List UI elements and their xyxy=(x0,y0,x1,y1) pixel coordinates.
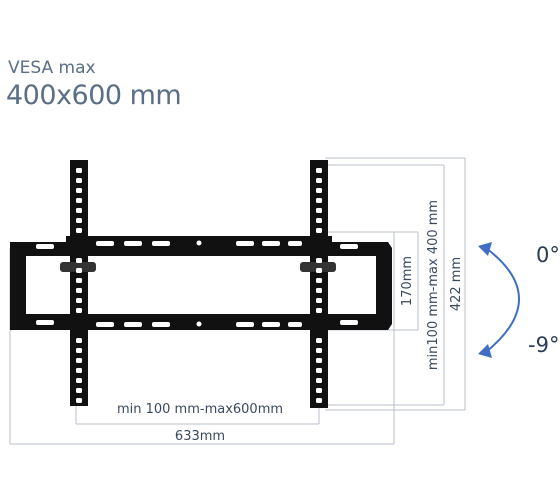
slot xyxy=(340,320,358,325)
tilt-top-label: 0° xyxy=(536,243,560,267)
slot xyxy=(236,241,254,246)
vesa-value: 400x600 mm xyxy=(6,80,182,111)
mount-slots xyxy=(36,240,358,327)
arm-hole xyxy=(316,298,322,303)
arm-hole xyxy=(316,338,322,343)
left-tilt-knob xyxy=(60,262,96,272)
slot xyxy=(262,322,280,327)
arm-hole xyxy=(316,198,322,203)
dimension-lines xyxy=(9,157,466,445)
arm-hole xyxy=(76,168,82,173)
width-total-label: 633mm xyxy=(175,429,225,444)
slot xyxy=(96,322,114,327)
arm-hole xyxy=(316,168,322,173)
slot xyxy=(288,241,302,246)
slot xyxy=(152,322,170,327)
arm-hole xyxy=(316,358,322,363)
slot xyxy=(236,322,254,327)
slot-hole xyxy=(196,321,202,327)
tilt-indicator: 0° -9° xyxy=(478,242,560,358)
arm-hole xyxy=(316,348,322,353)
arm-hole xyxy=(316,368,322,373)
slot xyxy=(288,322,302,327)
arm-hole xyxy=(316,288,322,293)
arm-hole xyxy=(76,268,82,273)
tilt-arrow-top-icon xyxy=(478,242,492,256)
slot xyxy=(340,244,358,249)
slot xyxy=(124,241,142,246)
arm-hole xyxy=(76,258,82,263)
arm-hole xyxy=(76,358,82,363)
arm-holes xyxy=(76,168,322,403)
arm-hole xyxy=(76,398,82,403)
arm-hole xyxy=(76,338,82,343)
arm-hole xyxy=(316,188,322,193)
mount-frame xyxy=(10,160,392,408)
arm-hole xyxy=(316,278,322,283)
height-inner-label: min100 mm-max 400 mm xyxy=(426,200,441,370)
arm-hole xyxy=(76,278,82,283)
height-total-label: 422 mm xyxy=(449,257,464,311)
arm-hole xyxy=(76,218,82,223)
arm-hole xyxy=(76,208,82,213)
slot xyxy=(36,244,54,249)
tilt-bottom-label: -9° xyxy=(528,333,559,357)
slot xyxy=(124,322,142,327)
slot xyxy=(152,241,170,246)
right-arm xyxy=(310,160,328,408)
arm-hole xyxy=(316,208,322,213)
arm-hole xyxy=(76,308,82,313)
arm-hole xyxy=(316,268,322,273)
arm-hole xyxy=(316,258,322,263)
arm-hole xyxy=(316,228,322,233)
arm-hole xyxy=(316,388,322,393)
arm-hole xyxy=(316,178,322,183)
vesa-label: VESA max xyxy=(8,58,96,78)
arm-hole xyxy=(316,218,322,223)
back-plate xyxy=(10,242,392,330)
width-inner-label: min 100 mm-max600mm xyxy=(117,402,283,417)
arm-hole xyxy=(76,178,82,183)
arm-hole xyxy=(76,228,82,233)
arm-hole xyxy=(76,348,82,353)
arm-hole xyxy=(316,398,322,403)
slot-hole xyxy=(196,240,202,246)
slot xyxy=(96,241,114,246)
arm-hole xyxy=(316,308,322,313)
arm-hole xyxy=(76,188,82,193)
arm-hole xyxy=(76,198,82,203)
bar-height-label: 170mm xyxy=(400,256,415,306)
arm-hole xyxy=(316,378,322,383)
arm-hole xyxy=(76,388,82,393)
slot xyxy=(262,241,280,246)
tilt-arrow-bottom-icon xyxy=(478,344,492,358)
arm-hole xyxy=(76,298,82,303)
right-tilt-knob xyxy=(300,262,336,272)
arm-hole xyxy=(76,378,82,383)
tilt-arc xyxy=(485,247,520,353)
arm-hole xyxy=(76,288,82,293)
slot xyxy=(36,320,54,325)
arm-hole xyxy=(76,368,82,373)
